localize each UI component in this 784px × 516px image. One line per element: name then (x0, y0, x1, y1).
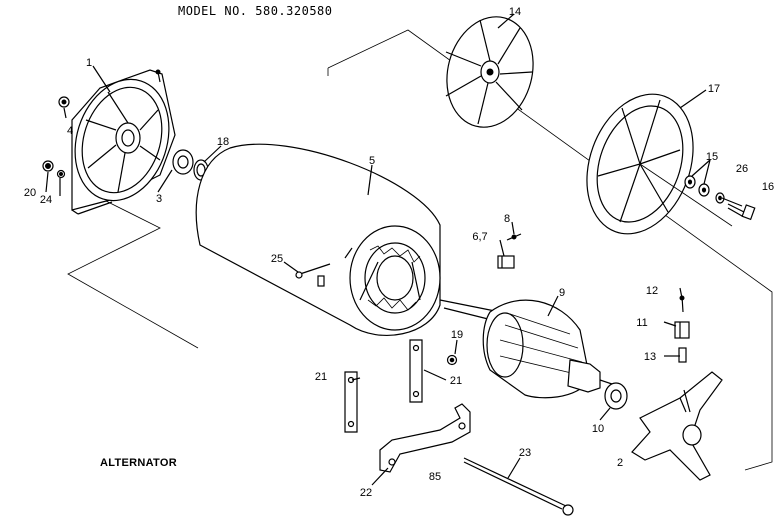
callout-2: 2 (617, 457, 623, 469)
cooling-fan (445, 16, 534, 128)
mounting-bracket (379, 403, 471, 473)
bearing-10 (604, 382, 628, 410)
callout-23: 23 (519, 447, 531, 459)
callout-10: 10 (592, 423, 604, 435)
part-callouts: 1 2 3 4 5 6,7 8 9 10 11 12 13 14 15 16 1… (24, 6, 774, 499)
left-hardware (42, 96, 209, 181)
armature-rotor (439, 299, 613, 399)
callout-24: 24 (40, 194, 52, 206)
callout-13: 13 (644, 351, 656, 363)
mounting-straps (344, 339, 458, 433)
callout-18: 18 (217, 136, 229, 148)
callout-16: 16 (762, 181, 774, 193)
callout-21-left: 21 (315, 371, 327, 383)
callout-11: 11 (636, 317, 647, 329)
assembly-guide-lines (67, 29, 773, 471)
callout-22: 22 (360, 487, 372, 499)
callout-4: 4 (67, 125, 73, 137)
callout-3: 3 (156, 193, 162, 205)
callout-25: 25 (271, 253, 283, 265)
callout-21-right: 21 (450, 375, 462, 387)
callout-15: 15 (706, 151, 718, 163)
through-bolt (463, 457, 574, 516)
callout-9: 9 (559, 287, 565, 299)
callout-12: 12 (646, 285, 658, 297)
callout-8: 8 (504, 213, 510, 225)
callout-17: 17 (708, 83, 720, 95)
leader-lines (45, 13, 743, 486)
fan-guard (586, 93, 733, 235)
end-bell-housing (71, 69, 176, 215)
callout-19: 19 (451, 329, 463, 341)
diagram-caption: ALTERNATOR (100, 457, 177, 469)
figure-code: 85 (429, 471, 441, 483)
callout-14: 14 (509, 6, 521, 18)
brush-assembly (674, 295, 690, 363)
guard-hardware (684, 175, 756, 221)
end-cradle (631, 371, 723, 481)
callout-26: 26 (736, 163, 748, 175)
model-number-header: MODEL NO. 580.320580 (178, 4, 333, 18)
brush-holder (497, 233, 522, 269)
bolt-25 (295, 263, 331, 279)
stator-housing (195, 143, 441, 336)
callout-6-7: 6,7 (472, 231, 487, 243)
callout-1: 1 (86, 57, 92, 69)
callout-5: 5 (369, 155, 375, 167)
callout-20: 20 (24, 187, 36, 199)
